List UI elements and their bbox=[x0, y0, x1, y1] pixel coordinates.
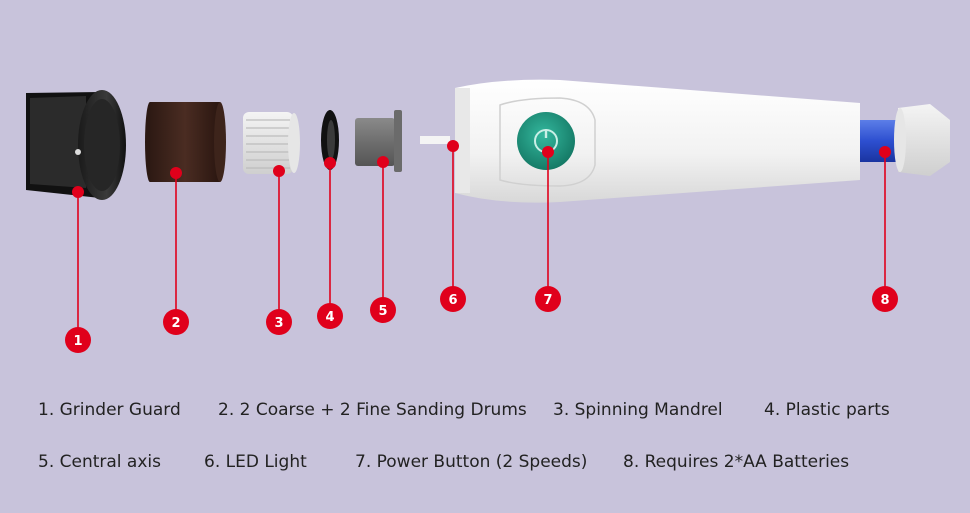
grinder-guard-part bbox=[26, 90, 126, 200]
legend-item-7: 7. Power Button (2 Speeds) bbox=[355, 452, 588, 472]
marker-2: 2 bbox=[163, 309, 189, 335]
legend-item-8: 8. Requires 2*AA Batteries bbox=[623, 452, 850, 472]
legend-item-5: 5. Central axis bbox=[38, 452, 161, 472]
anchor-dots bbox=[72, 140, 891, 198]
marker-5-number: 5 bbox=[378, 304, 387, 319]
marker-6-number: 6 bbox=[448, 293, 457, 308]
anchor-dot-7 bbox=[542, 146, 554, 158]
marker-7: 7 bbox=[535, 286, 561, 312]
sanding-drum-part bbox=[145, 102, 226, 182]
anchor-dot-2 bbox=[170, 167, 182, 179]
legend-item-1: 1. Grinder Guard bbox=[38, 400, 181, 420]
marker-7-number: 7 bbox=[543, 293, 552, 308]
central-axis-part bbox=[355, 110, 402, 172]
power-button-part bbox=[517, 112, 575, 170]
anchor-dot-3 bbox=[273, 165, 285, 177]
plastic-ring-part bbox=[321, 110, 339, 170]
marker-1-number: 1 bbox=[73, 334, 82, 349]
device-body bbox=[420, 79, 950, 203]
marker-8-number: 8 bbox=[880, 293, 889, 308]
marker-8: 8 bbox=[872, 286, 898, 312]
legend-item-2: 2. 2 Coarse + 2 Fine Sanding Drums bbox=[218, 400, 527, 420]
marker-1: 1 bbox=[65, 327, 91, 353]
anchor-dot-1 bbox=[72, 186, 84, 198]
legend-item-4: 4. Plastic parts bbox=[764, 400, 890, 420]
legend-item-6: 6. LED Light bbox=[204, 452, 307, 472]
marker-4: 4 bbox=[317, 303, 343, 329]
callout-lines bbox=[77, 146, 886, 340]
anchor-dot-5 bbox=[377, 156, 389, 168]
marker-6: 6 bbox=[440, 286, 466, 312]
marker-4-number: 4 bbox=[325, 310, 334, 325]
anchor-dot-8 bbox=[879, 146, 891, 158]
marker-2-number: 2 bbox=[171, 316, 180, 331]
anchor-dot-6 bbox=[447, 140, 459, 152]
spinning-mandrel-part bbox=[243, 112, 300, 174]
legend-item-3: 3. Spinning Mandrel bbox=[553, 400, 723, 420]
marker-3-number: 3 bbox=[274, 316, 283, 331]
marker-5: 5 bbox=[370, 297, 396, 323]
marker-3: 3 bbox=[266, 309, 292, 335]
anchor-dot-4 bbox=[324, 157, 336, 169]
number-markers: 1 2 3 4 5 6 7 8 bbox=[65, 286, 898, 353]
